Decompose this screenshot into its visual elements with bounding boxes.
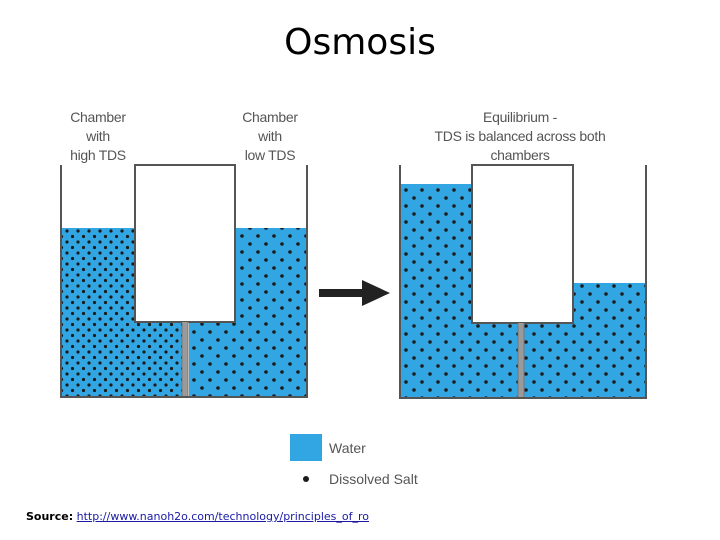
after-container [399,164,647,399]
source-link[interactable]: http://www.nanoh2o.com/technology/princi… [76,510,369,523]
inner-divider-right [471,164,574,324]
process-arrow-icon [319,280,390,306]
source-prefix: Source: [26,510,74,523]
membrane-right [518,323,524,397]
legend-water-label: Water [329,440,366,456]
source-citation: Source: http://www.nanoh2o.com/technolog… [26,510,369,523]
membrane-left [182,322,188,396]
before-container [60,164,308,398]
outer-wall-left [60,165,308,398]
legend-water-swatch [290,434,322,461]
inner-divider-left [134,164,236,323]
page-title: Osmosis [284,22,436,63]
outer-wall-right [399,165,647,399]
label-low-tds-chamber: Chamber with low TDS [242,109,298,163]
label-equilibrium: Equilibrium - TDS is balanced across bot… [434,109,606,163]
label-high-tds-chamber: Chamber with high TDS [70,109,126,163]
legend-salt-dot [303,476,309,482]
legend-salt-label: Dissolved Salt [329,471,418,487]
